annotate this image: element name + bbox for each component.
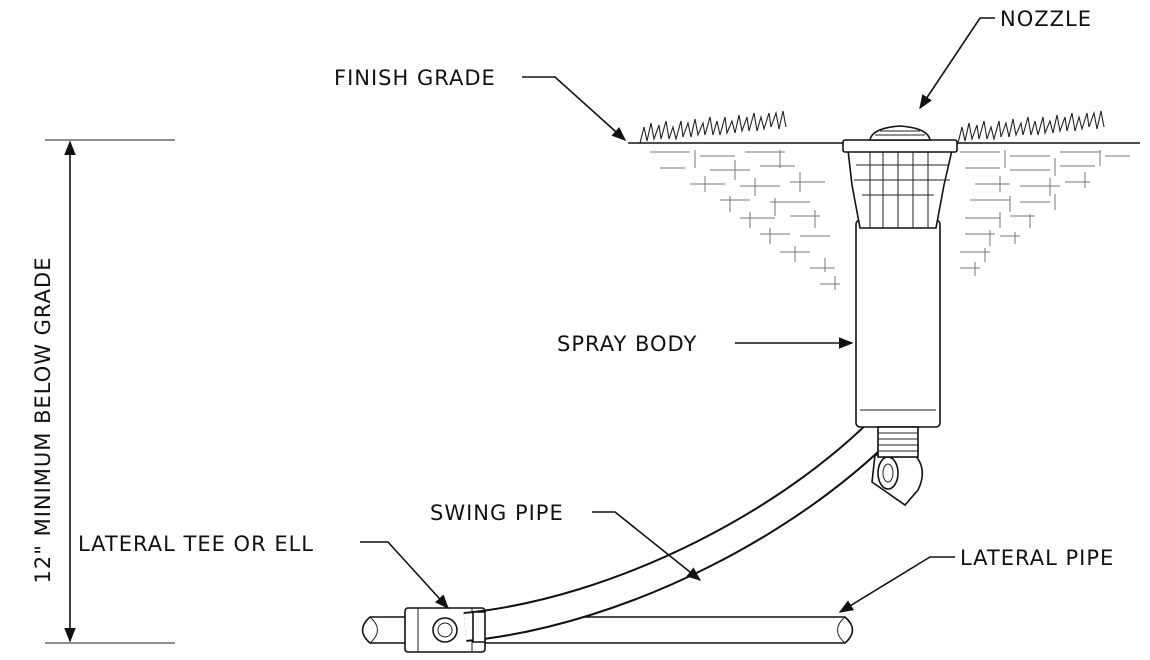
grass-left <box>639 110 787 144</box>
soil-hatch <box>650 150 1130 290</box>
spray-body-cap <box>847 149 954 229</box>
callout-spray-body: SPRAY BODY <box>557 332 854 356</box>
callout-lateral-pipe: LATERAL PIPE <box>838 546 1114 613</box>
swing-pipe-label: SWING PIPE <box>430 501 564 525</box>
lateral-pipe-label: LATERAL PIPE <box>960 546 1114 570</box>
spray-body-label: SPRAY BODY <box>557 332 697 356</box>
spray-body-assembly <box>842 125 958 458</box>
nozzle-cap <box>869 125 931 141</box>
callout-nozzle: NOZZLE <box>919 7 1092 110</box>
finish-grade-label: FINISH GRADE <box>334 66 496 90</box>
grass-right <box>957 110 1105 144</box>
dimension-label: 12" MINIMUM BELOW GRADE <box>31 257 55 584</box>
callout-finish-grade: FINISH GRADE <box>334 66 627 141</box>
lateral-tee-label: LATERAL TEE OR ELL <box>78 532 314 556</box>
swing-pipe-end-lower <box>472 611 486 643</box>
riser-fitting <box>877 426 919 458</box>
spray-body-flange <box>842 139 958 153</box>
callout-swing-pipe: SWING PIPE <box>430 501 702 581</box>
swing-pipe <box>463 401 910 640</box>
nozzle-label: NOZZLE <box>1000 7 1092 31</box>
swing-elbow <box>871 454 924 507</box>
callout-lateral-tee: LATERAL TEE OR ELL <box>78 532 449 610</box>
spray-body <box>855 219 941 428</box>
depth-dimension: 12" MINIMUM BELOW GRADE <box>31 139 175 644</box>
soil-section <box>628 110 1140 290</box>
